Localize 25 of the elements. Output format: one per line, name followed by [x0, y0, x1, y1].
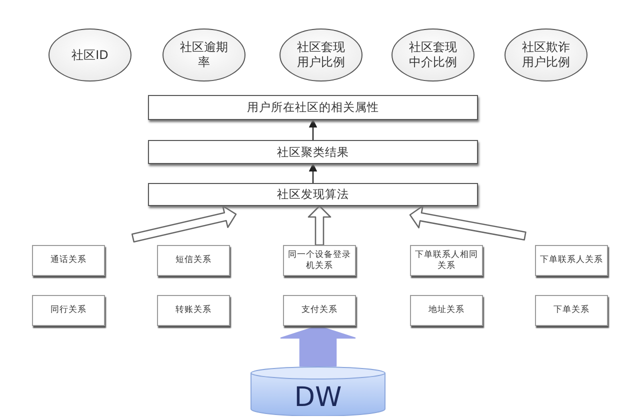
layer-box: 社区聚类结果: [148, 140, 478, 164]
attribute-ellipse: 社区套现中介比例: [391, 28, 475, 82]
layer-box: 用户所在社区的相关属性: [148, 95, 478, 120]
attribute-ellipse: 社区套现用户比例: [279, 28, 363, 82]
relation-box: 转账关系: [157, 295, 230, 326]
relation-box: 下单联系人相同关系: [410, 245, 483, 276]
attribute-ellipse: 社区欺诈用户比例: [504, 28, 588, 82]
block-arrow: [280, 325, 356, 367]
relation-box: 通话关系: [32, 245, 105, 276]
block-arrow: [131, 205, 237, 243]
database-cylinder: DW: [250, 366, 386, 416]
attribute-ellipse: 社区ID: [48, 28, 132, 82]
relation-box: 短信关系: [157, 245, 230, 276]
layer-box: 社区发现算法: [148, 183, 478, 206]
block-arrow: [409, 205, 526, 241]
relation-box: 下单关系: [535, 295, 608, 326]
relation-box: 同一个设备登录机关系: [283, 245, 356, 276]
relation-box: 同行关系: [32, 295, 105, 326]
block-arrow: [308, 205, 332, 246]
arrow: [308, 119, 318, 140]
arrow: [308, 163, 318, 183]
relation-box: 支付关系: [283, 295, 356, 326]
relation-box: 地址关系: [410, 295, 483, 326]
relation-box: 下单联系人关系: [535, 245, 608, 276]
attribute-ellipse: 社区逾期率: [162, 28, 246, 82]
